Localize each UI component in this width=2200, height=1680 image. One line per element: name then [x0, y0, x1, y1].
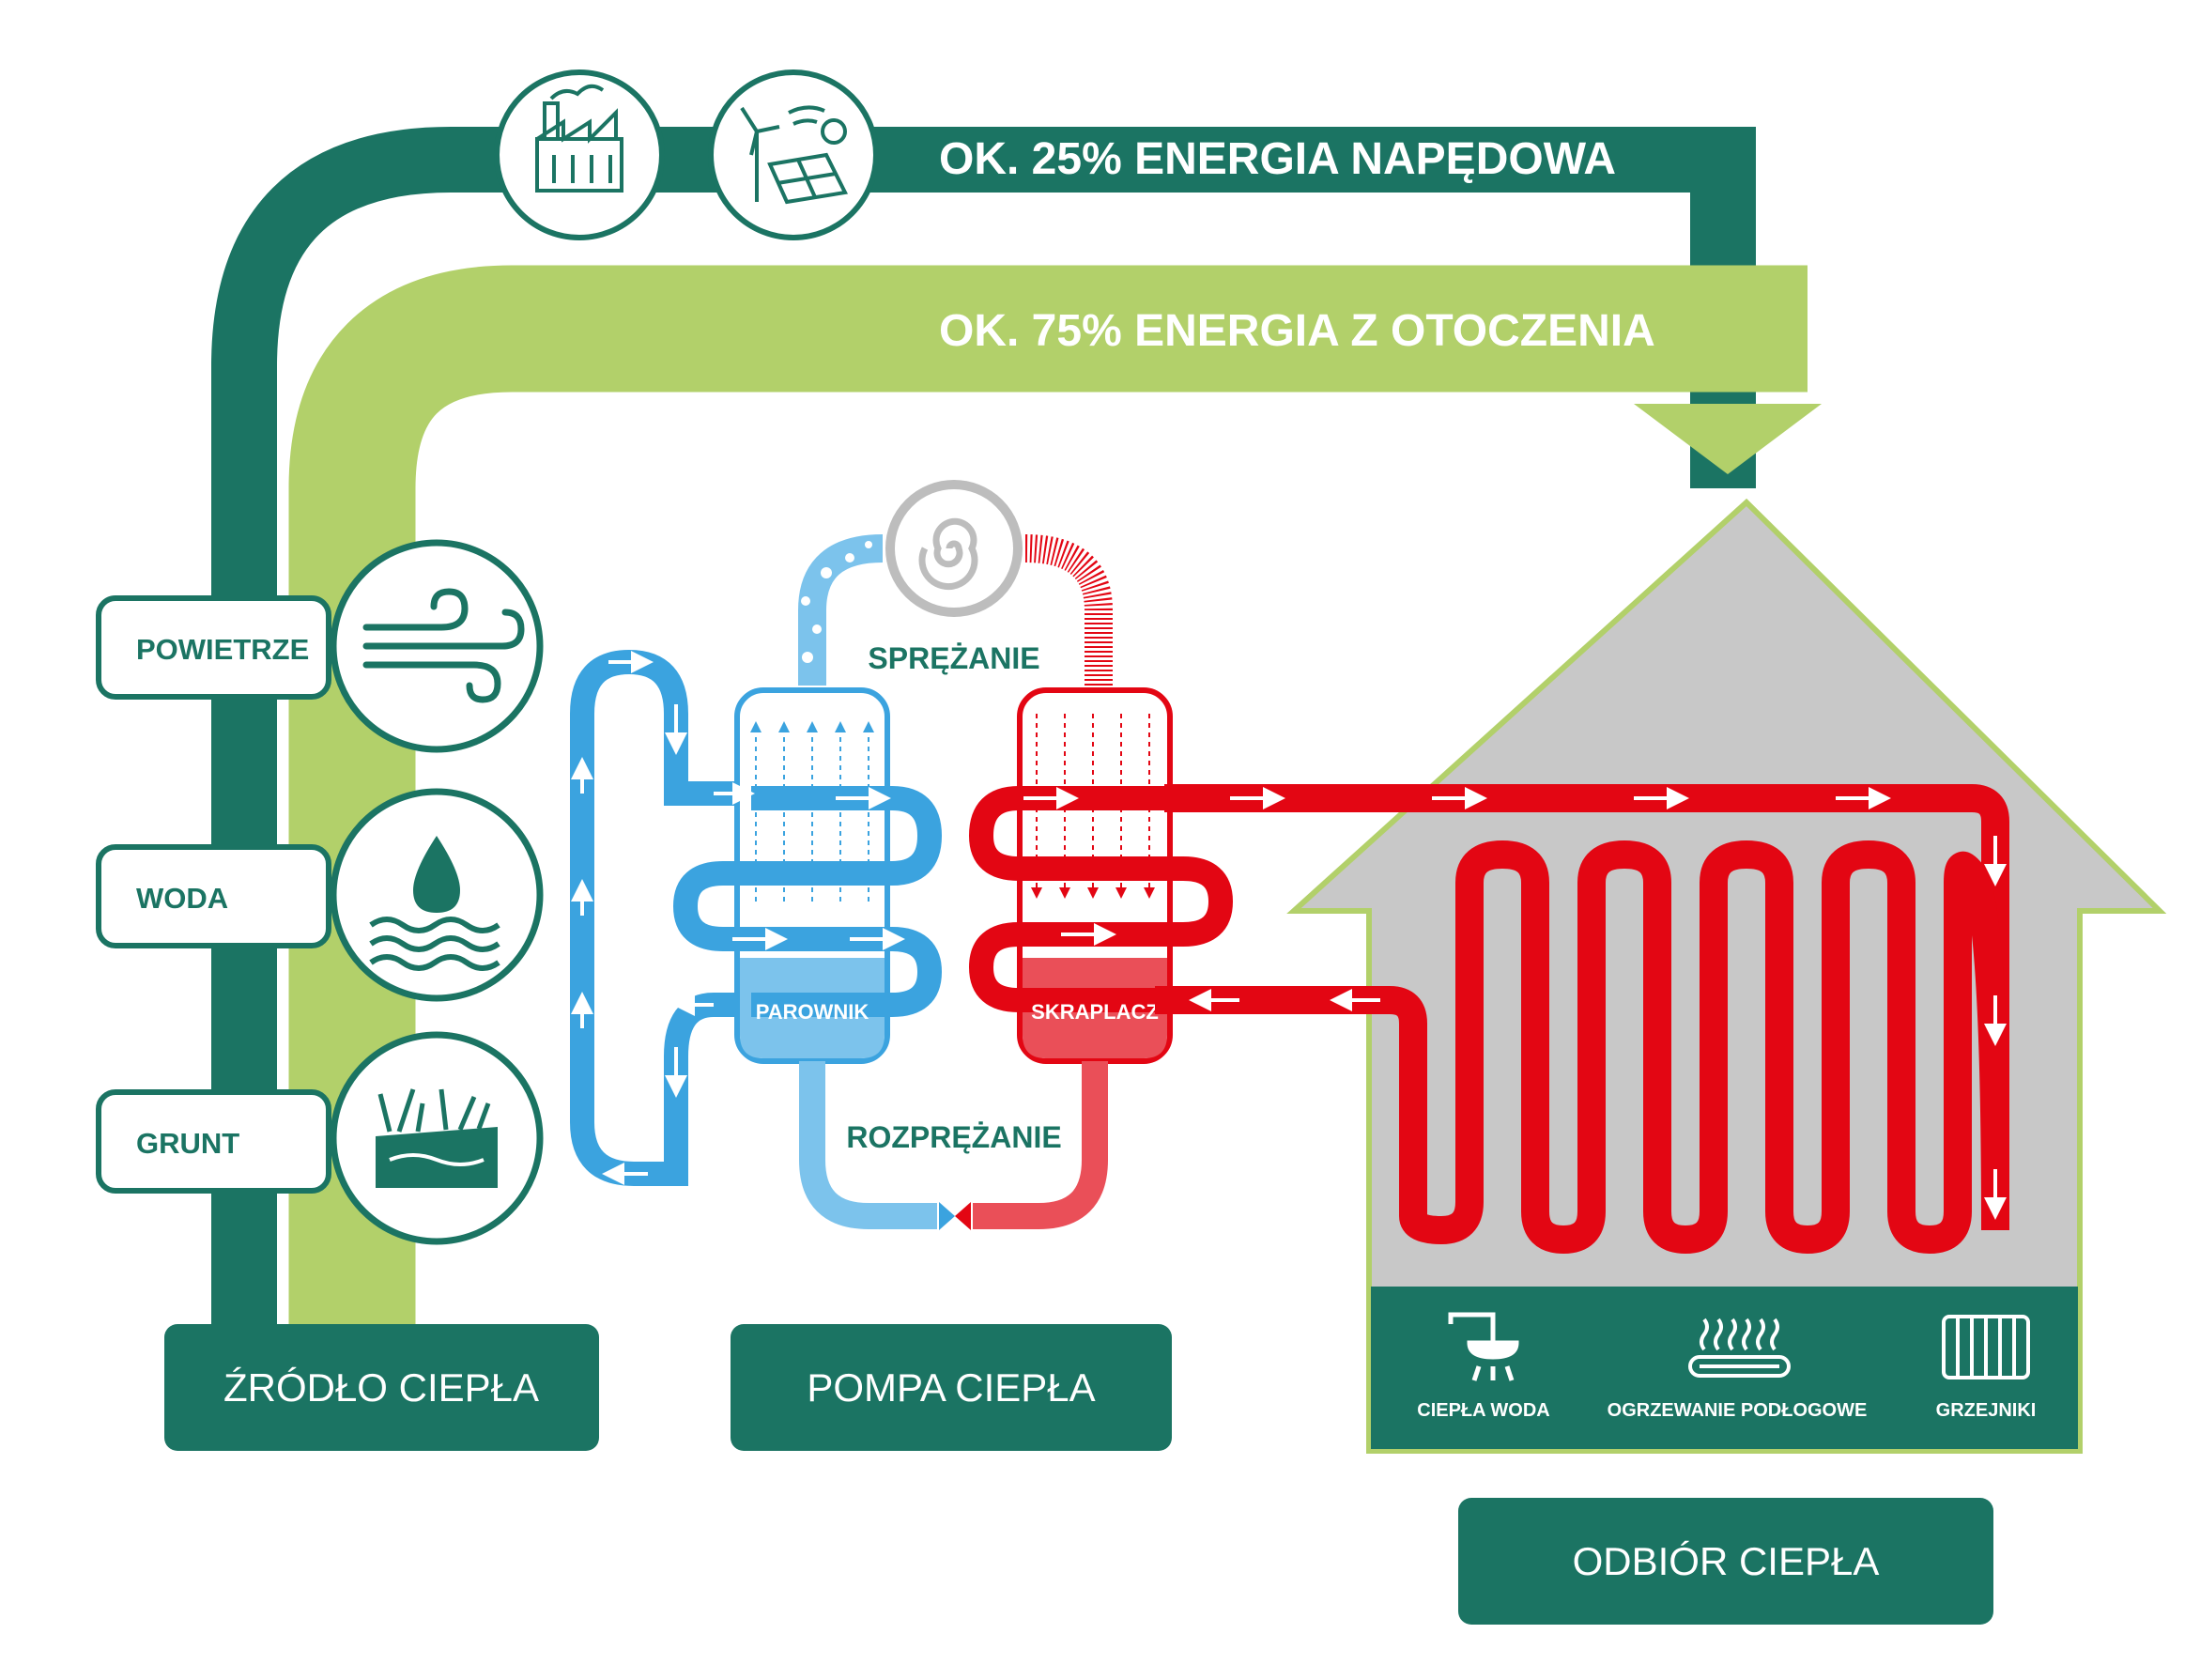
factory-icon — [494, 69, 665, 240]
vapor-line-cold — [798, 534, 884, 686]
source-air-label: POWIETRZE — [136, 633, 309, 666]
expansion-label: ROZPRĘŻANIE — [846, 1120, 1061, 1154]
section-receiver: ODBIÓR CIEPŁA — [1458, 1498, 1993, 1625]
source-water-label: WODA — [136, 882, 228, 915]
vapor-line-hot — [1024, 534, 1113, 690]
source-air: POWIETRZE — [96, 539, 544, 753]
hot-water-label: CIEPŁA WODA — [1417, 1400, 1549, 1421]
evaporator-label: PAROWNIK — [756, 1000, 869, 1024]
section-receiver-label: ODBIÓR CIEPŁA — [1573, 1539, 1880, 1583]
expansion-line-hot — [973, 1061, 1108, 1229]
section-pump-label: POMPA CIEPŁA — [807, 1365, 1095, 1410]
source-ground-label: GRUNT — [136, 1127, 239, 1160]
heating-circuit — [1155, 784, 2009, 1254]
drive-energy-band — [211, 127, 1756, 1324]
ambient-energy-band — [288, 265, 1808, 1324]
grass-ground-icon — [376, 1088, 498, 1188]
ambient-arrow-head — [1634, 404, 1822, 474]
radiators-label: GRZEJNIKI — [1936, 1400, 2037, 1421]
compression-label: SPRĘŻANIE — [868, 641, 1039, 675]
water-drop-icon — [369, 836, 500, 971]
flow-arrows — [571, 651, 2007, 1220]
wind-icon — [362, 588, 525, 703]
receiver-floor-heating: OGRZEWANIE PODŁOGOWE — [1608, 1318, 1868, 1421]
section-source: ŹRÓDŁO CIEPŁA — [164, 1324, 599, 1451]
condenser-label: SKRAPLACZ — [1031, 1000, 1159, 1024]
floor-heating-icon — [1688, 1318, 1791, 1378]
receiver-radiators: GRZEJNIKI — [1936, 1315, 2037, 1421]
ambient-energy-label: OK. 75% ENERGIA Z OTOCZENIA — [939, 306, 1655, 356]
evaporator: PAROWNIK — [672, 687, 943, 1064]
expansion-valve-icon — [939, 1202, 971, 1230]
condenser: SKRAPLACZ — [968, 687, 1234, 1064]
drive-energy-label: OK. 25% ENERGIA NAPĘDOWA — [939, 134, 1616, 184]
compressor-spiral-icon — [885, 480, 1023, 617]
shower-icon — [1448, 1312, 1519, 1381]
expansion-line-cold — [799, 1061, 937, 1229]
source-loop — [570, 649, 751, 1186]
receiver-hot-water: CIEPŁA WODA — [1417, 1312, 1550, 1421]
section-pump: POMPA CIEPŁA — [731, 1324, 1172, 1451]
section-source-label: ŹRÓDŁO CIEPŁA — [223, 1365, 539, 1410]
source-ground: GRUNT — [96, 1031, 544, 1245]
floor-heating-label: OGRZEWANIE PODŁOGOWE — [1608, 1400, 1868, 1421]
radiator-icon — [1942, 1315, 2030, 1379]
wind-solar-icon — [708, 69, 879, 240]
source-water: WODA — [96, 788, 544, 1002]
